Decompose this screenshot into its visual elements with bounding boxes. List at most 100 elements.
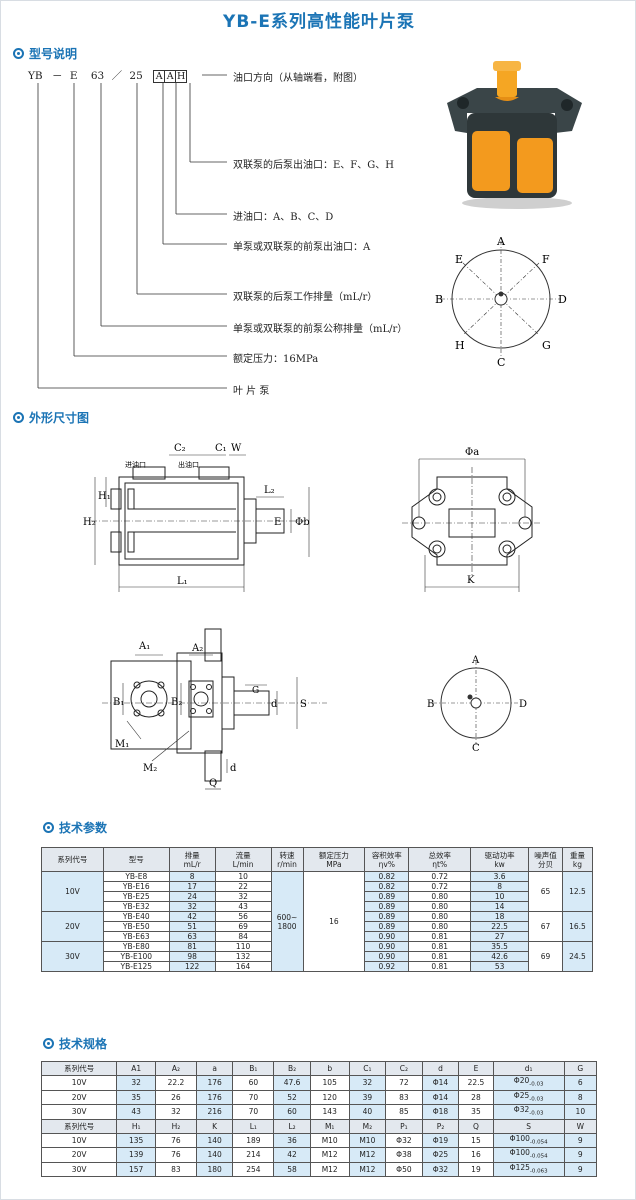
specs-cell: 189 bbox=[232, 1132, 275, 1148]
specs-header-cell: E bbox=[458, 1061, 494, 1076]
specs-cell: 36 bbox=[273, 1132, 311, 1148]
specs-header-cell: 系列代号 bbox=[40, 1061, 118, 1076]
params-power-cell: 35.5 bbox=[470, 941, 530, 952]
params-total-eff-cell: 0.81 bbox=[408, 951, 472, 962]
specs-cell: Φ125-0.063 bbox=[492, 1161, 565, 1177]
specs-header-cell: M₁ bbox=[309, 1118, 350, 1134]
params-total-eff-cell: 0.81 bbox=[408, 931, 472, 942]
port-label-g: G bbox=[542, 339, 551, 352]
specs-cell: 58 bbox=[273, 1161, 311, 1177]
specs-cell: Φ100-0.054 bbox=[492, 1147, 565, 1163]
specs-cell: 135 bbox=[116, 1132, 156, 1148]
specs-tolerance: -0.054 bbox=[529, 1153, 548, 1160]
specs-header-cell: L₂ bbox=[273, 1118, 311, 1134]
specs-header-cell: Q bbox=[458, 1118, 494, 1134]
params-header-label: 额定压力 bbox=[318, 850, 349, 860]
params-vol-eff-cell: 0.89 bbox=[364, 901, 410, 912]
params-header-unit: ηt% bbox=[432, 859, 448, 869]
model-code-part: 25 bbox=[129, 70, 143, 82]
section-tech-specs-title: 技术规格 bbox=[59, 1037, 108, 1051]
section-model-title: 型号说明 bbox=[29, 47, 78, 61]
params-flow-cell: 22 bbox=[214, 881, 272, 892]
specs-cell: 60 bbox=[232, 1075, 275, 1091]
params-noise-cell: 67 bbox=[528, 911, 563, 942]
dim-label-inlet: 进油口 bbox=[125, 460, 146, 469]
params-model-cell: YB-E50 bbox=[102, 921, 170, 932]
specs-cell: 180 bbox=[195, 1161, 234, 1177]
specs-header-cell: A1 bbox=[116, 1061, 156, 1076]
section-bullet-icon bbox=[13, 48, 24, 59]
section-tech-params-title: 技术参数 bbox=[59, 821, 108, 835]
model-label-rear-outlet: 双联泵的后泵出油口：E、F、G、H bbox=[233, 160, 394, 171]
specs-cell: 140 bbox=[195, 1132, 234, 1148]
dim-label-c2: C₂ bbox=[174, 443, 186, 454]
specs-cell: 70 bbox=[232, 1104, 275, 1120]
specs-cell: 47.6 bbox=[273, 1075, 311, 1091]
specs-cell: 43 bbox=[116, 1104, 156, 1120]
model-code-part: － bbox=[52, 70, 63, 82]
specs-cell: 157 bbox=[116, 1161, 156, 1177]
params-header-unit: mL/r bbox=[183, 859, 201, 869]
dim-label-q: Q bbox=[209, 778, 217, 789]
params-speed-cell: 600~1800 bbox=[270, 871, 304, 972]
specs-tolerance: -0.063 bbox=[529, 1168, 548, 1174]
port2-label-a: A bbox=[471, 655, 480, 666]
specs-cell: 8 bbox=[563, 1089, 598, 1105]
specs-cell: Φ14 bbox=[421, 1089, 460, 1105]
specs-cell: 105 bbox=[309, 1075, 350, 1091]
params-total-eff-cell: 0.80 bbox=[408, 921, 472, 932]
params-series-cell: 10V bbox=[41, 871, 104, 912]
params-header-label: 重量 bbox=[569, 850, 585, 860]
section-tech-params-heading: 技术参数 bbox=[43, 819, 107, 836]
specs-cell: Φ25 bbox=[421, 1147, 460, 1163]
model-code-part: E bbox=[69, 70, 78, 82]
specs-cell: 52 bbox=[273, 1089, 311, 1105]
params-header-label: 噪声值 bbox=[534, 850, 557, 860]
port-label-e: E bbox=[455, 253, 463, 266]
params-displacement-cell: 32 bbox=[168, 901, 216, 912]
specs-cell: 72 bbox=[385, 1075, 423, 1091]
params-header-label: 排量 bbox=[184, 850, 200, 860]
specs-header-cell: C₂ bbox=[385, 1061, 423, 1076]
specs-cell: 30V bbox=[40, 1161, 118, 1177]
params-flow-cell: 164 bbox=[214, 961, 272, 972]
section-outline-title: 外形尺寸图 bbox=[29, 411, 90, 425]
params-flow-cell: 84 bbox=[214, 931, 272, 942]
params-total-eff-cell: 0.80 bbox=[408, 891, 472, 902]
specs-header-cell: L₁ bbox=[232, 1118, 275, 1134]
params-displacement-cell: 42 bbox=[168, 911, 216, 922]
params-vol-eff-cell: 0.89 bbox=[364, 921, 410, 932]
specs-cell: Φ14 bbox=[421, 1075, 460, 1091]
port2-label-c: C bbox=[472, 743, 480, 753]
specs-cell: 32 bbox=[155, 1104, 197, 1120]
specs-cell: 60 bbox=[273, 1104, 311, 1120]
specs-cell: 42 bbox=[273, 1147, 311, 1163]
specs-tolerance: -0.03 bbox=[529, 1110, 544, 1117]
specs-cell: 76 bbox=[155, 1147, 197, 1163]
specs-cell: 140 bbox=[195, 1147, 234, 1163]
specs-tolerance-value: Φ20 bbox=[513, 1076, 530, 1085]
params-displacement-cell: 98 bbox=[168, 951, 216, 962]
model-label-front-outlet: 单泵或双联泵的前泵出油口：A bbox=[233, 242, 371, 253]
specs-cell: 6 bbox=[563, 1075, 598, 1091]
params-model-cell: YB-E100 bbox=[102, 951, 170, 962]
params-flow-cell: 69 bbox=[214, 921, 272, 932]
dim-label-d: d bbox=[271, 699, 278, 710]
params-noise-cell: 69 bbox=[528, 941, 563, 972]
port-label-a: A bbox=[496, 235, 506, 248]
params-total-eff-cell: 0.80 bbox=[408, 901, 472, 912]
specs-cell: 176 bbox=[195, 1089, 234, 1105]
dim-label-a2: A₂ bbox=[191, 643, 203, 654]
params-header-label: 驱动功率 bbox=[484, 850, 515, 860]
specs-cell: Φ32-0.03 bbox=[492, 1104, 565, 1120]
